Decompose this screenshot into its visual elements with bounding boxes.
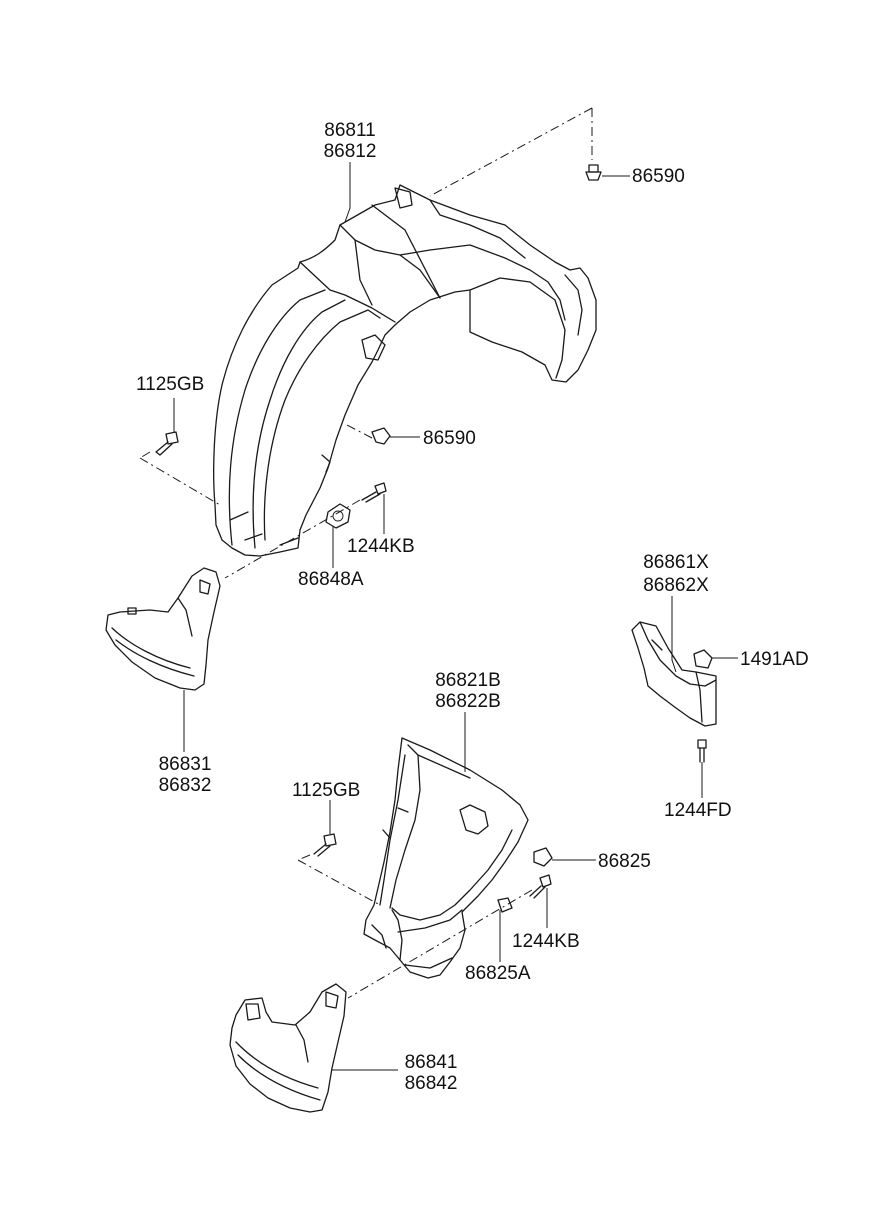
bracket[interactable] [631,621,717,727]
clip-86590-top[interactable] [585,164,602,181]
label-86590-mid: 86590 [423,428,476,449]
label-1125gb-upper: 1125GB [136,374,205,395]
rear-wheel-guard[interactable] [363,737,529,979]
screw-1125gb-upper[interactable] [155,431,179,456]
label-1491ad: 1491AD [740,649,809,670]
clip-1491ad[interactable] [693,649,713,669]
label-86811: 86811 [324,120,376,141]
label-1244kb-lower: 1244KB [512,931,580,952]
label-86822b: 86822B [435,691,501,712]
screw-1125gb-lower[interactable] [313,833,337,857]
nut-86825a[interactable] [497,897,513,913]
nut-86848a[interactable] [325,503,351,529]
front-mud-guard[interactable] [105,567,221,691]
clip-86825[interactable] [533,847,553,867]
leader-lines [173,162,738,1071]
front-wheel-guard[interactable] [213,184,597,557]
label-1244kb-upper: 1244KB [347,536,415,557]
bolt-1244kb-lower[interactable] [529,874,552,899]
label-86590-top: 86590 [632,166,685,187]
bolt-1244kb-upper[interactable] [361,482,387,503]
label-86862x: 86862X [643,575,709,596]
label-86848a: 86848A [298,569,364,590]
label-1244fd: 1244FD [664,800,732,821]
label-86825: 86825 [598,851,651,872]
dashed-alignment-lines [139,107,593,999]
label-86841: 86841 [404,1052,458,1073]
label-86842: 86842 [404,1073,458,1094]
label-86812: 86812 [323,141,377,162]
label-86821b: 86821B [435,670,501,691]
label-86832: 86832 [158,775,212,796]
screw-1244fd[interactable] [697,739,707,763]
label-86861x: 86861X [643,552,709,573]
label-86825a: 86825A [465,963,531,984]
label-1125gb-lower: 1125GB [292,780,361,801]
rear-mud-guard[interactable] [229,983,347,1113]
clip-86590-mid[interactable] [371,427,391,445]
label-86831: 86831 [158,754,212,775]
